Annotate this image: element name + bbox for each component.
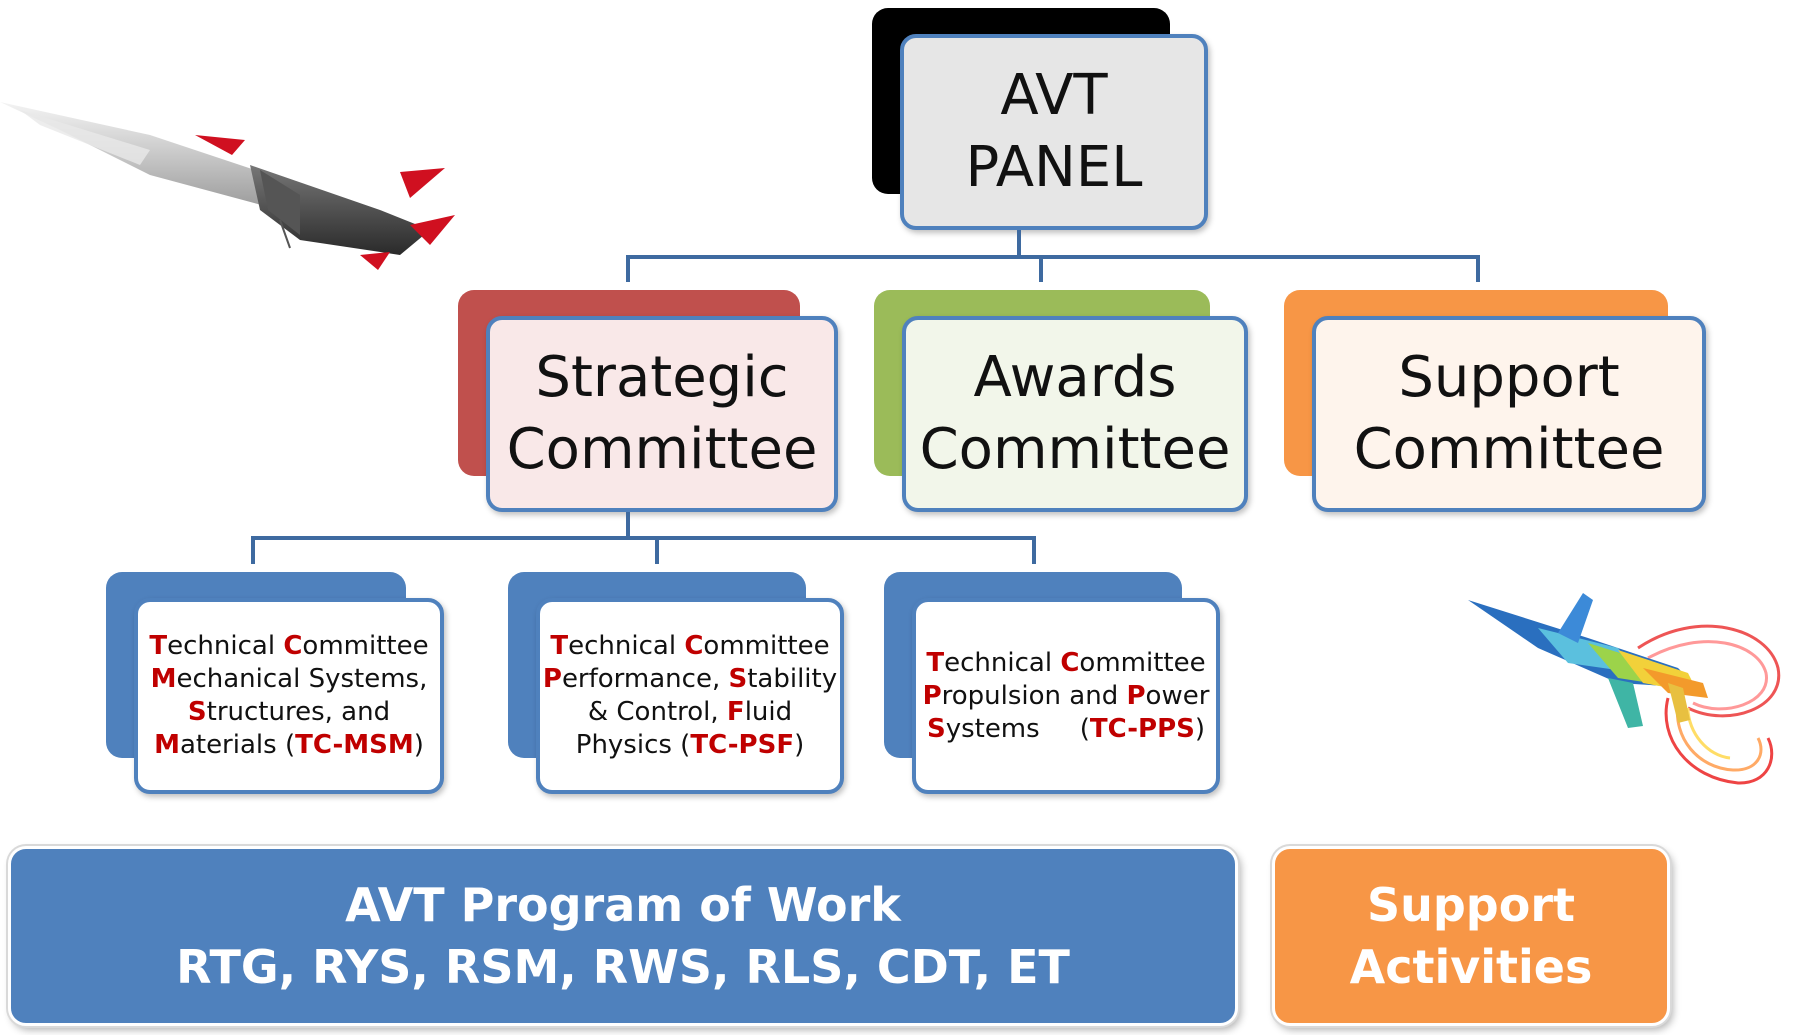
support-line1: Support [1398,345,1620,410]
awards-line2: Committee [919,417,1231,482]
program-of-work-title: AVT Program of Work [345,878,901,932]
connector-strategic-drop [626,255,630,282]
awards-line1: Awards [973,345,1177,410]
strategic-committee-box: Strategic Committee [486,316,838,512]
support-line2: Committee [1353,417,1665,482]
program-of-work-bar: AVT Program of Work RTG, RYS, RSM, RWS, … [8,846,1238,1026]
msm-text-line4: Materials (TC-MSM) [154,730,424,760]
connector-strategic-down [626,512,630,538]
psf-text-line2: Performance, Stability [542,664,838,694]
connector-msm-drop [251,536,255,564]
cfd-aircraft-image [1468,593,1781,785]
support-activities-bar: Support Activities [1272,846,1670,1026]
tc-msm-box: Technical Committee Mechanical Systems, … [134,598,444,794]
awards-committee-box: Awards Committee [902,316,1248,512]
avt-panel-line2: PANEL [965,135,1143,200]
support-committee-box: Support Committee [1312,316,1706,512]
hypersonic-missile-image [0,102,455,270]
pps-text-line3: Systems(TC-PPS) [926,713,1206,744]
msm-text-line1: Technical Committee [149,631,429,661]
psf-text-line4: Physics (TC-PSF) [575,730,805,760]
connector-psf-drop [655,536,659,564]
connector-support-drop [1476,255,1480,282]
support-activities-line1: Support [1366,878,1575,932]
avt-panel-box: AVT PANEL [900,34,1208,230]
connector-tc-horizontal [251,536,1036,540]
connector-pps-drop [1032,536,1036,564]
program-of-work-list: RTG, RYS, RSM, RWS, RLS, CDT, ET [176,940,1070,994]
psf-text-line1: Technical Committee [550,631,830,661]
strategic-line2: Committee [506,417,818,482]
support-activities-line2: Activities [1349,940,1593,994]
tc-pps-box: Technical Committee Propulsion and Power… [912,598,1220,794]
connector-panel-down [1017,230,1021,257]
strategic-line1: Strategic [535,345,789,410]
connector-committees-horizontal [626,255,1480,259]
msm-text-line2: Mechanical Systems, [150,664,428,694]
tc-psf-box: Technical Committee Performance, Stabili… [536,598,844,794]
pps-text-line1: Technical Committee [926,647,1206,678]
msm-text-line3: Structures, and [187,697,391,727]
psf-text-line3: & Control, Fluid [587,697,793,727]
avt-panel-line1: AVT [1000,63,1108,128]
pps-text-line2: Propulsion and Power [922,680,1210,711]
connector-awards-drop [1039,255,1043,282]
